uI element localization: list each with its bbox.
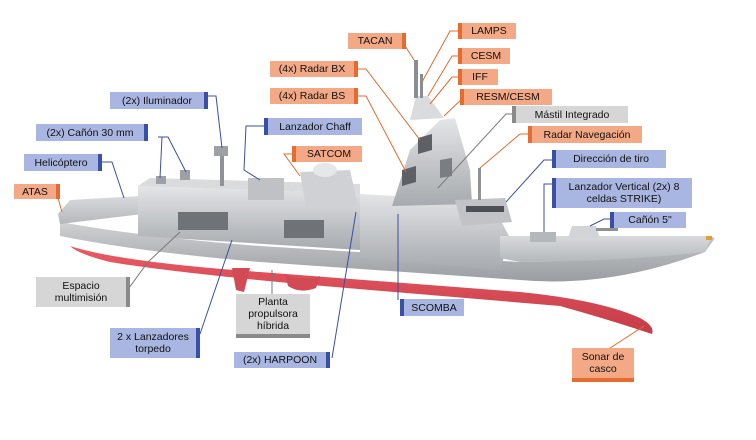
gun-5in-barrel [596,228,618,231]
bow-flag [706,236,712,240]
radar-face-side [440,158,452,178]
label-espacio-multimision: Espacio multimisión [36,277,126,307]
nav-radar-mast [478,168,481,200]
label-satcom: SATCOM [296,146,362,162]
iluminador-mount [214,146,228,156]
label-iff: IFF [462,69,498,85]
mast-top-pole-2 [420,74,423,98]
label-lamps: LAMPS [462,23,516,39]
gun-5in-turret [568,226,600,238]
canon30-mount-1 [180,170,190,180]
satcom-block [300,170,358,208]
label-lanzador-vertical: Lanzador Vertical (2x) 8 celdas STRIKE) [556,178,692,208]
vertical-launcher [530,232,556,242]
ship-hull-side [60,222,715,282]
label-canon-5in: Cañón 5" [614,212,686,228]
canon30-mount-2 [156,176,166,184]
label-radar-bs: (4x) Radar BS [270,88,354,104]
label-radar-bx: (4x) Radar BX [270,61,354,77]
label-scomba: SCOMBA [404,299,464,316]
label-helicoptero: Helicóptero [24,154,98,171]
radar-face-bx [418,134,432,154]
label-cesm: CESM [462,48,510,64]
hangar-opening-2 [284,220,324,238]
label-sonar-casco: Sonar de casco [572,348,634,378]
ship-rudder [232,268,250,292]
satcom-dome [313,163,337,177]
label-lanzador-chaff: Lanzador Chaff [268,118,362,135]
mast-top-pole [414,60,418,98]
label-direccion-tiro: Dirección de tiro [556,150,666,168]
forecastle-deck [500,236,712,262]
aft-mast [220,150,224,186]
label-radar-navegacion: Radar Navegación [532,126,642,143]
label-mastil-integrado: Mástil Integrado [516,106,628,123]
flight-deck [58,196,142,224]
label-harpoon: (2x) HARPOON [234,352,326,368]
hangar-opening-1 [178,212,228,230]
label-atas: ATAS [14,184,56,199]
ship-underwater-hull [70,232,653,334]
label-iluminador: (2x) Iluminador [110,92,204,109]
label-lanzadores-torpedo: 2 x Lanzadores torpedo [110,328,196,358]
label-canon-30mm: (2x) Cañón 30 mm [36,124,144,141]
ship-propeller [285,274,320,291]
chaff-launcher-block [248,178,284,200]
integrated-mast [392,118,472,206]
mast-cap [410,96,444,120]
label-planta-propulsora: Planta propulsora híbrida [236,294,310,334]
label-resm-cesm: RESM/CESM [464,89,552,105]
bridge-windows [466,206,504,212]
label-tacan: TACAN [348,33,402,49]
